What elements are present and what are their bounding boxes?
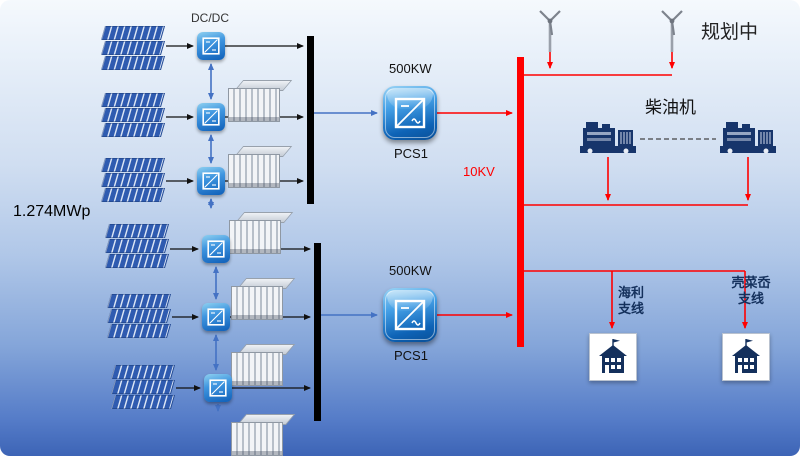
- dcdc-converter-icon: [202, 235, 230, 263]
- battery-container-icon: [229, 212, 294, 254]
- pcs2-power-label: 500KW: [389, 263, 432, 278]
- solar-panel-icon: [100, 26, 166, 72]
- battery-container-icon: [228, 80, 293, 122]
- solar-panel-icon: [106, 294, 172, 340]
- solar-panel-icon: [104, 224, 170, 270]
- battery-container-icon: [231, 344, 296, 386]
- diesel-generator-icon: [578, 118, 638, 161]
- planned-status-label: 规划中: [701, 22, 759, 43]
- solar-panel-icon: [100, 93, 166, 139]
- feeder-name-line1: 海利: [617, 285, 644, 300]
- pcs2-name-label: PCS1: [394, 348, 428, 363]
- bus-voltage-label: 10KV: [463, 164, 495, 179]
- solar-panel-icon: [100, 158, 166, 204]
- pcs-inverter-icon: [383, 86, 437, 140]
- dc-bus-bar-2: [314, 243, 321, 421]
- pv-capacity-label: 1.274MWp: [13, 203, 91, 220]
- feeder-label-haili: 海利 支线: [604, 285, 658, 317]
- dcdc-converter-icon: [197, 32, 225, 60]
- solar-panel-icon: [110, 365, 176, 411]
- dcdc-converter-icon: [197, 103, 225, 131]
- dc-bus-bar-1: [307, 36, 314, 204]
- ac-bus-bar-10kv: [517, 57, 524, 347]
- dcdc-converter-icon: [204, 374, 232, 402]
- wind-turbine-icon: [657, 6, 687, 59]
- wind-turbine-icon: [535, 6, 565, 59]
- dcdc-label: DC/DC: [191, 11, 229, 25]
- building-icon: [589, 333, 637, 381]
- dcdc-converter-icon: [197, 167, 225, 195]
- battery-container-icon: [228, 146, 293, 188]
- building-icon: [722, 333, 770, 381]
- dcdc-converter-icon: [202, 303, 230, 331]
- feeder-label-kecaiao: 壳菜岙 支线: [724, 275, 778, 307]
- battery-container-icon: [231, 278, 296, 320]
- battery-container-icon: [231, 414, 296, 456]
- diesel-generator-icon: [718, 118, 778, 161]
- feeder-name-line1: 壳菜岙: [731, 275, 771, 290]
- pcs-inverter-icon: [383, 288, 437, 342]
- feeder-name-line2: 支线: [617, 301, 644, 316]
- pcs1-name-label: PCS1: [394, 146, 428, 161]
- feeder-name-line2: 支线: [737, 291, 764, 306]
- diesel-generator-label: 柴油机: [645, 98, 696, 117]
- pcs1-power-label: 500KW: [389, 61, 432, 76]
